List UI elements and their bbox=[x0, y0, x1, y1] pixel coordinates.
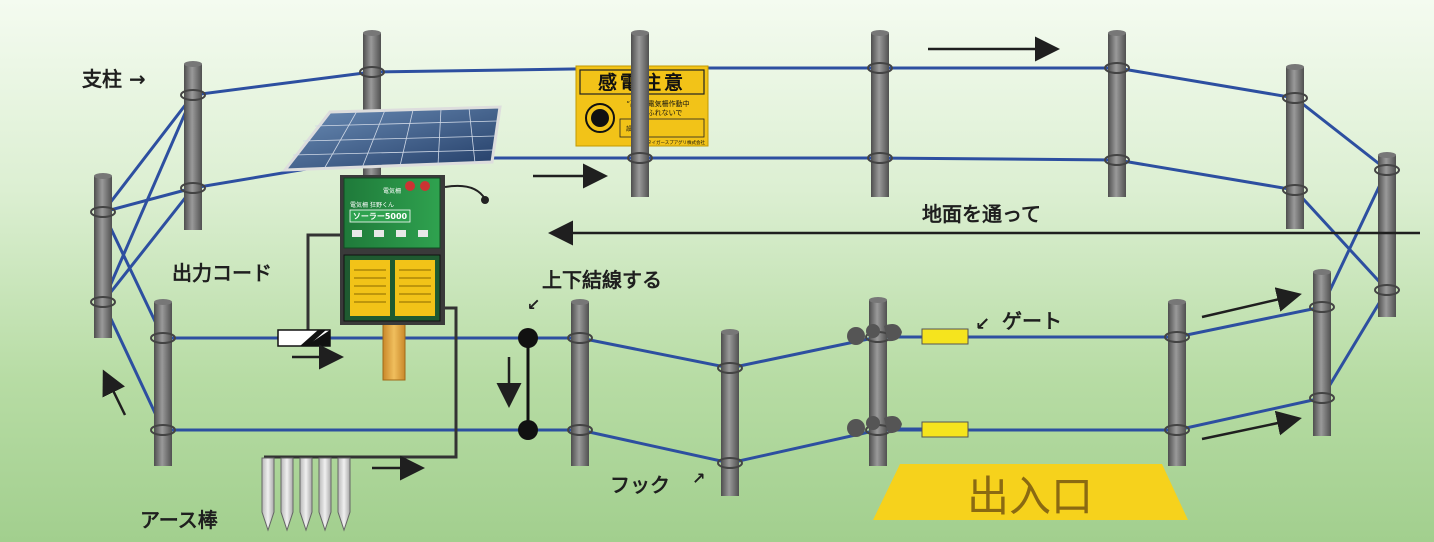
post bbox=[1164, 299, 1190, 466]
upper-back-wire bbox=[101, 66, 1388, 213]
current-flow-arrows bbox=[102, 36, 1420, 481]
earth-rod-label: アース棒 bbox=[140, 508, 219, 532]
gate-handle-upper bbox=[921, 328, 969, 345]
lower-back-wire bbox=[101, 156, 1389, 303]
earth-rods bbox=[261, 457, 351, 532]
arrow-icon bbox=[1201, 287, 1302, 319]
sign-line-2: 手をふれないで bbox=[634, 108, 683, 117]
upper-front-wire bbox=[101, 169, 1389, 370]
post-label: 支柱 → bbox=[82, 67, 146, 91]
output-cord bbox=[264, 233, 458, 459]
diagonal-wire-2 bbox=[101, 94, 195, 303]
entrance-label: 出入口 bbox=[967, 472, 1093, 521]
arrow-icon bbox=[1201, 410, 1302, 441]
post bbox=[150, 299, 176, 466]
post bbox=[1309, 269, 1335, 436]
post bbox=[1104, 30, 1130, 197]
fence-posts bbox=[90, 30, 1400, 496]
post bbox=[90, 173, 116, 338]
post bbox=[867, 30, 893, 197]
gate bbox=[847, 324, 969, 438]
lower-front-wire bbox=[101, 289, 1389, 465]
hook-pointer: ↗ bbox=[692, 469, 705, 488]
post bbox=[180, 61, 206, 230]
post bbox=[1374, 152, 1400, 317]
energizer-small-label: 電気柵 bbox=[383, 187, 401, 195]
post bbox=[627, 30, 653, 197]
fence-wires bbox=[101, 66, 1389, 465]
ground-path-label: 地面を通って bbox=[922, 202, 1041, 226]
post bbox=[865, 297, 891, 466]
gate-pointer: ↙ bbox=[975, 314, 990, 335]
tie-connection bbox=[518, 328, 538, 440]
hook-label: フック bbox=[610, 473, 670, 497]
sign-line-1: “高圧”電気柵作動中 bbox=[626, 99, 689, 108]
tie-wires-label: 上下結線する bbox=[542, 268, 662, 292]
energizer-brand: 電気柵 狂野くん bbox=[350, 201, 394, 209]
post bbox=[567, 299, 593, 466]
gate-label: ゲート bbox=[1002, 309, 1062, 333]
post bbox=[717, 329, 743, 496]
arrow-icon bbox=[102, 369, 127, 416]
gate-handle-lower bbox=[921, 421, 969, 438]
entrance-banner bbox=[873, 464, 1188, 520]
gate-hook-icon bbox=[847, 324, 902, 437]
sign-footer: タイガースプアグリ株式会社 bbox=[647, 139, 706, 146]
energizer-unit: 電気柵 電気柵 狂野くん ソーラー5000 bbox=[281, 105, 502, 381]
output-cord-label: 出力コード bbox=[172, 261, 272, 285]
post bbox=[1282, 64, 1308, 229]
insulator-connector bbox=[277, 329, 331, 347]
energizer-model: ソーラー5000 bbox=[353, 212, 408, 221]
tie-pointer: ↙ bbox=[527, 295, 540, 314]
